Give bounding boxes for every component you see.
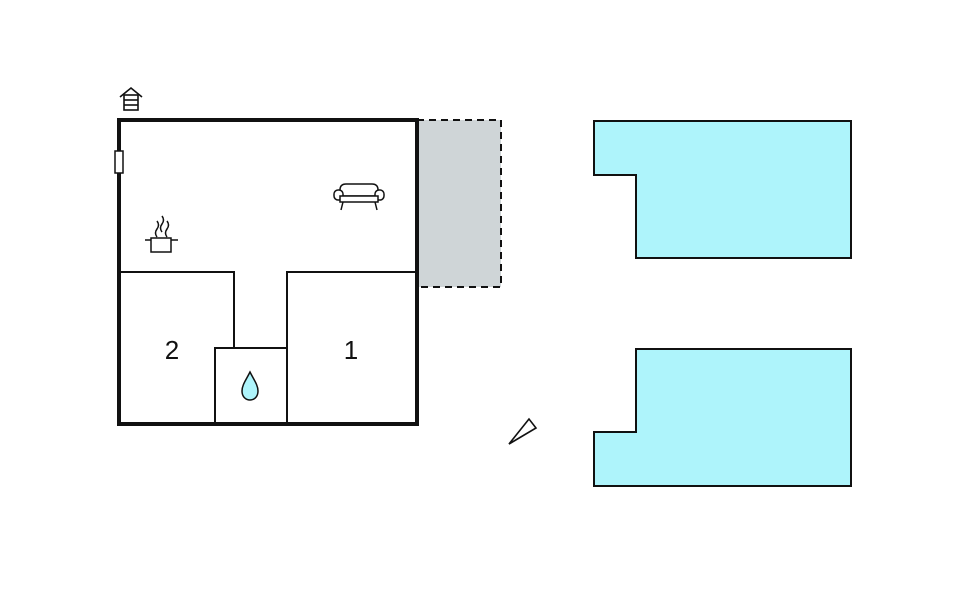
interior-walls: [119, 271, 417, 424]
room-label-1: 1: [344, 335, 358, 365]
water-drop-icon: [241, 370, 259, 401]
pool-bottom: [593, 348, 852, 487]
terrace: [416, 119, 502, 288]
north-arrow-icon: [508, 417, 538, 445]
house-entrance-icon: [119, 86, 143, 111]
sofa-icon: [333, 183, 385, 211]
pool-top: [593, 120, 852, 259]
window: [114, 150, 124, 174]
cooking-pot-icon: [145, 215, 178, 253]
room-label-2: 2: [165, 335, 179, 365]
